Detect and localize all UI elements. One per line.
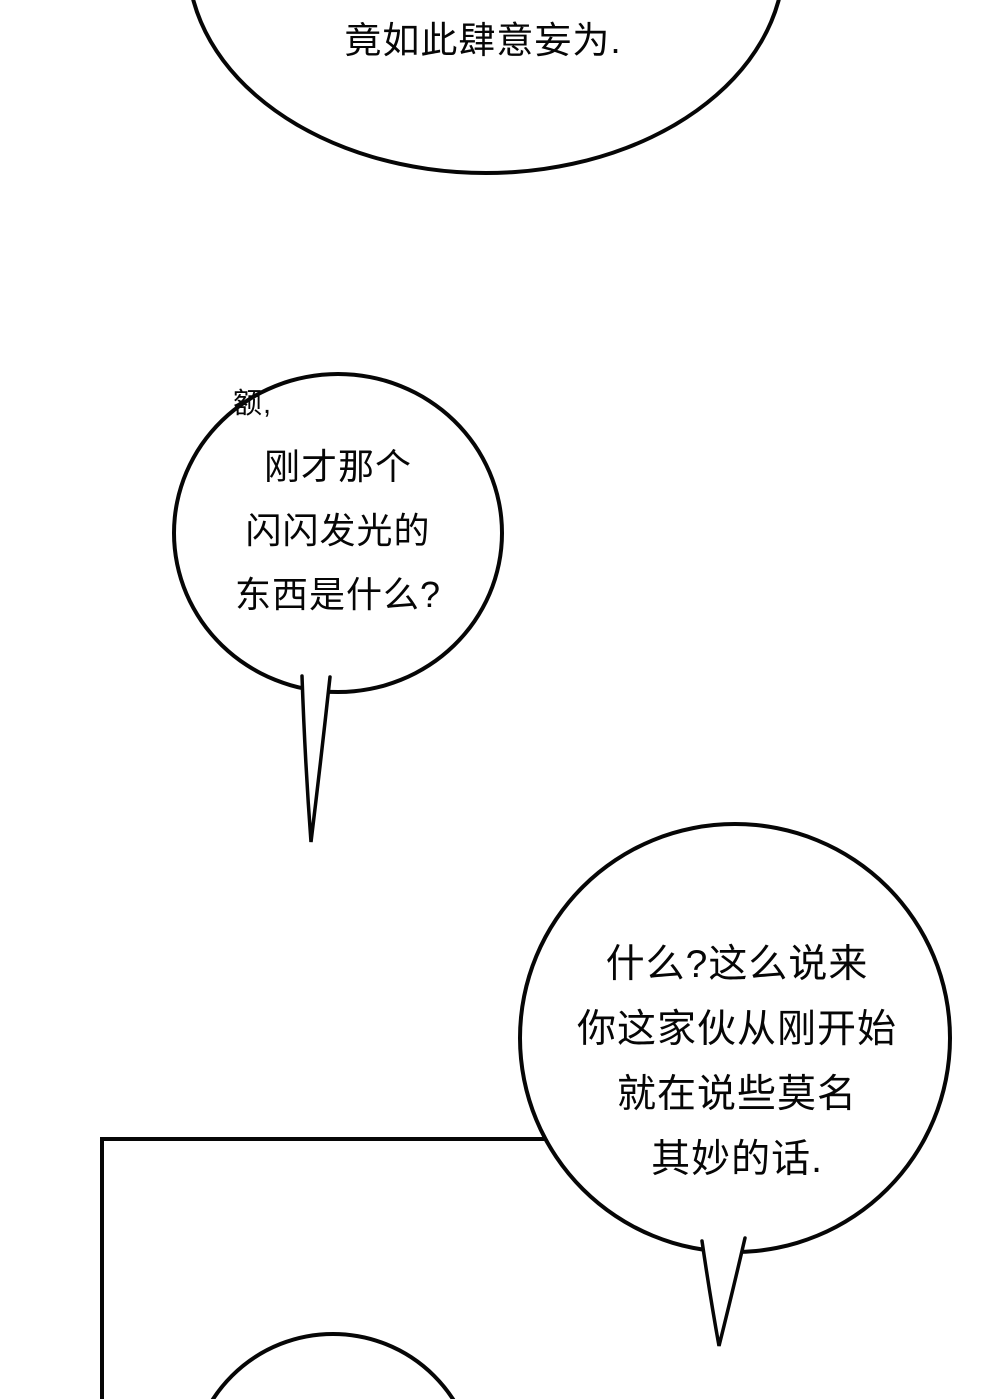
bubble-right-text-line: 就在说些莫名 xyxy=(616,1073,858,1116)
bubble-middle-text-line: 刚才那个 xyxy=(263,446,413,487)
speech-bubble-right xyxy=(518,822,952,1254)
bubble-right-text-line: 你这家伙从刚开始 xyxy=(576,1008,898,1051)
bubble-right-text-line: 其妙的话. xyxy=(651,1138,823,1181)
middle-bubble-tail-icon xyxy=(300,674,332,843)
speech-bubble-middle xyxy=(172,372,504,694)
bubble-right-text-line: 什么?这么说来 xyxy=(605,943,869,986)
bubble-middle-text-line: 东西是什么? xyxy=(234,574,442,615)
bubble-middle-text-line: 闪闪发光的 xyxy=(245,510,431,551)
bubble-middle-text-line: 额, xyxy=(233,388,273,420)
bubble-top-text-line: 竟如此肆意妄为. xyxy=(344,20,622,61)
